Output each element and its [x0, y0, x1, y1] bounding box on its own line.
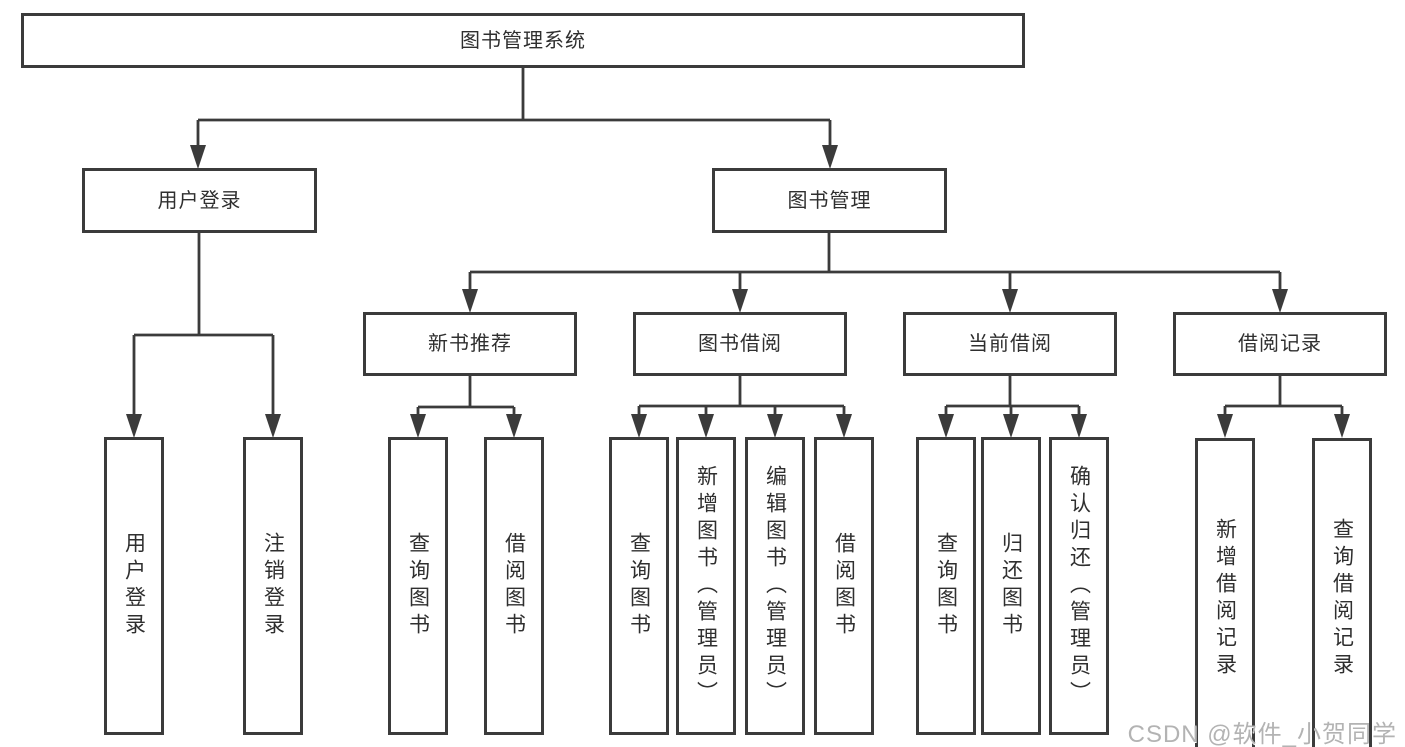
leaf-label: 新增图书（管理员） — [694, 464, 718, 708]
node-borrowing-records: 借阅记录 — [1173, 312, 1387, 376]
node-leaf-query-books-borrowing: 查询图书 — [609, 437, 669, 735]
node-book-borrowing: 图书借阅 — [633, 312, 847, 376]
node-leaf-add-books-admin: 新增图书（管理员） — [676, 437, 736, 735]
node-book-management: 图书管理 — [712, 168, 947, 233]
node-user-login: 用户登录 — [82, 168, 317, 233]
leaf-label: 编辑图书（管理员） — [763, 464, 787, 708]
node-root-label: 图书管理系统 — [460, 29, 586, 52]
leaf-label: 查询图书 — [627, 532, 651, 640]
leaf-label: 用户登录 — [122, 532, 146, 640]
leaf-label: 查询图书 — [934, 532, 958, 640]
leaf-label: 借阅图书 — [502, 532, 526, 640]
node-new-book-recommend: 新书推荐 — [363, 312, 577, 376]
node-new-book-recommend-label: 新书推荐 — [428, 333, 512, 355]
node-leaf-borrow-books-recommend: 借阅图书 — [484, 437, 544, 735]
node-book-borrowing-label: 图书借阅 — [698, 333, 782, 355]
node-leaf-edit-books-admin: 编辑图书（管理员） — [745, 437, 805, 735]
csdn-watermark: CSDN @软件_小贺同学 — [1127, 721, 1397, 747]
node-leaf-confirm-return-admin: 确认归还（管理员） — [1049, 437, 1109, 735]
node-leaf-add-borrow-record: 新增借阅记录 — [1195, 438, 1255, 747]
node-borrowing-records-label: 借阅记录 — [1238, 333, 1322, 355]
node-leaf-query-books-current: 查询图书 — [916, 437, 976, 735]
leaf-label: 查询借阅记录 — [1330, 518, 1354, 680]
leaf-label: 借阅图书 — [832, 532, 856, 640]
leaf-label: 注销登录 — [261, 532, 285, 640]
node-leaf-query-borrow-record: 查询借阅记录 — [1312, 438, 1372, 747]
node-leaf-logout: 注销登录 — [243, 437, 303, 735]
leaf-label: 新增借阅记录 — [1213, 518, 1237, 680]
node-leaf-user-login: 用户登录 — [104, 437, 164, 735]
leaf-label: 确认归还（管理员） — [1067, 464, 1091, 708]
node-leaf-query-books-recommend: 查询图书 — [388, 437, 448, 735]
node-root: 图书管理系统 — [21, 13, 1025, 68]
node-book-management-label: 图书管理 — [787, 189, 872, 212]
leaf-label: 查询图书 — [406, 532, 430, 640]
node-user-login-label: 用户登录 — [157, 189, 242, 212]
node-leaf-borrow-books-borrowing: 借阅图书 — [814, 437, 874, 735]
node-leaf-return-books: 归还图书 — [981, 437, 1041, 735]
node-current-borrowing-label: 当前借阅 — [968, 333, 1052, 355]
leaf-label: 归还图书 — [999, 532, 1023, 640]
node-current-borrowing: 当前借阅 — [903, 312, 1117, 376]
